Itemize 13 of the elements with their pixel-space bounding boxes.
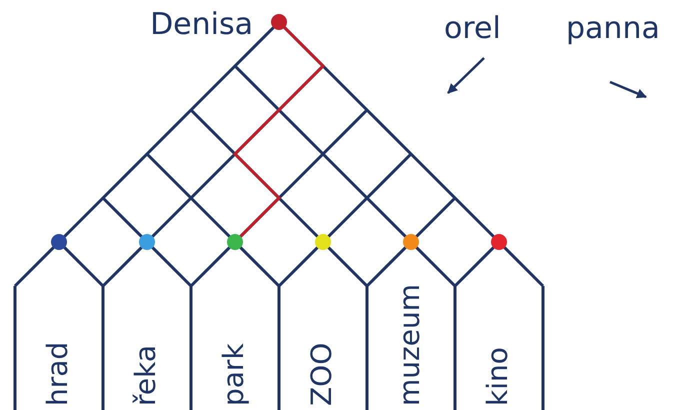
name-label: Denisa [150,8,253,42]
path-line [232,26,326,238]
legend-label: orel [444,12,501,46]
column-label: kino [482,347,514,406]
dot [491,234,507,250]
column-label: park [218,343,250,406]
dot [271,14,287,30]
column-label: řeka [130,344,162,406]
legend-label: panna [566,12,660,46]
dot [51,234,67,250]
column-label: hrad [42,342,74,406]
column-label: muzeum [394,284,426,406]
column-label: ZOO [306,342,338,406]
